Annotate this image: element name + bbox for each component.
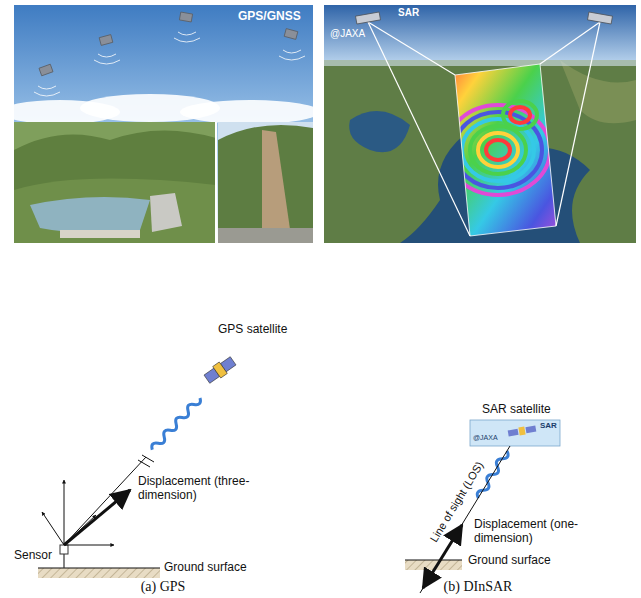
- icon-label: SAR: [540, 421, 557, 431]
- gps-diagram: [38, 355, 237, 578]
- gps-photo: [0, 5, 320, 243]
- ground-line: [38, 567, 160, 568]
- sensor-icon: [60, 545, 68, 568]
- sub-caption: (b) DInSAR: [444, 579, 513, 596]
- sub-caption: (a) GPS: [141, 579, 186, 596]
- break-mark: [138, 455, 154, 467]
- diagram-label: Displacement (one-dimension): [474, 517, 584, 546]
- diagram-label: Ground surface: [164, 560, 247, 574]
- diagram-label: Displacement (three-dimension): [138, 474, 258, 503]
- photo-label: GPS/GNSS: [238, 9, 301, 23]
- photo-label: @JAXA: [330, 28, 365, 40]
- sar-diagram: [405, 420, 560, 593]
- diagram-label: Ground surface: [468, 553, 551, 567]
- signal-wave: [150, 396, 203, 452]
- gps-satellite-icon: [203, 355, 237, 385]
- displacement-arrow: [64, 490, 130, 545]
- icon-label: @JAXA: [473, 434, 498, 442]
- photo-label: SAR: [398, 7, 419, 19]
- sar-satellite-icon: [470, 420, 560, 446]
- sar-photo: [324, 5, 636, 245]
- diagram-label: SAR satellite: [482, 402, 551, 416]
- ground-line: [405, 559, 462, 560]
- diagram-label: Sensor: [14, 548, 52, 562]
- signal-line: [64, 457, 146, 545]
- diagram-label: GPS satellite: [218, 322, 287, 336]
